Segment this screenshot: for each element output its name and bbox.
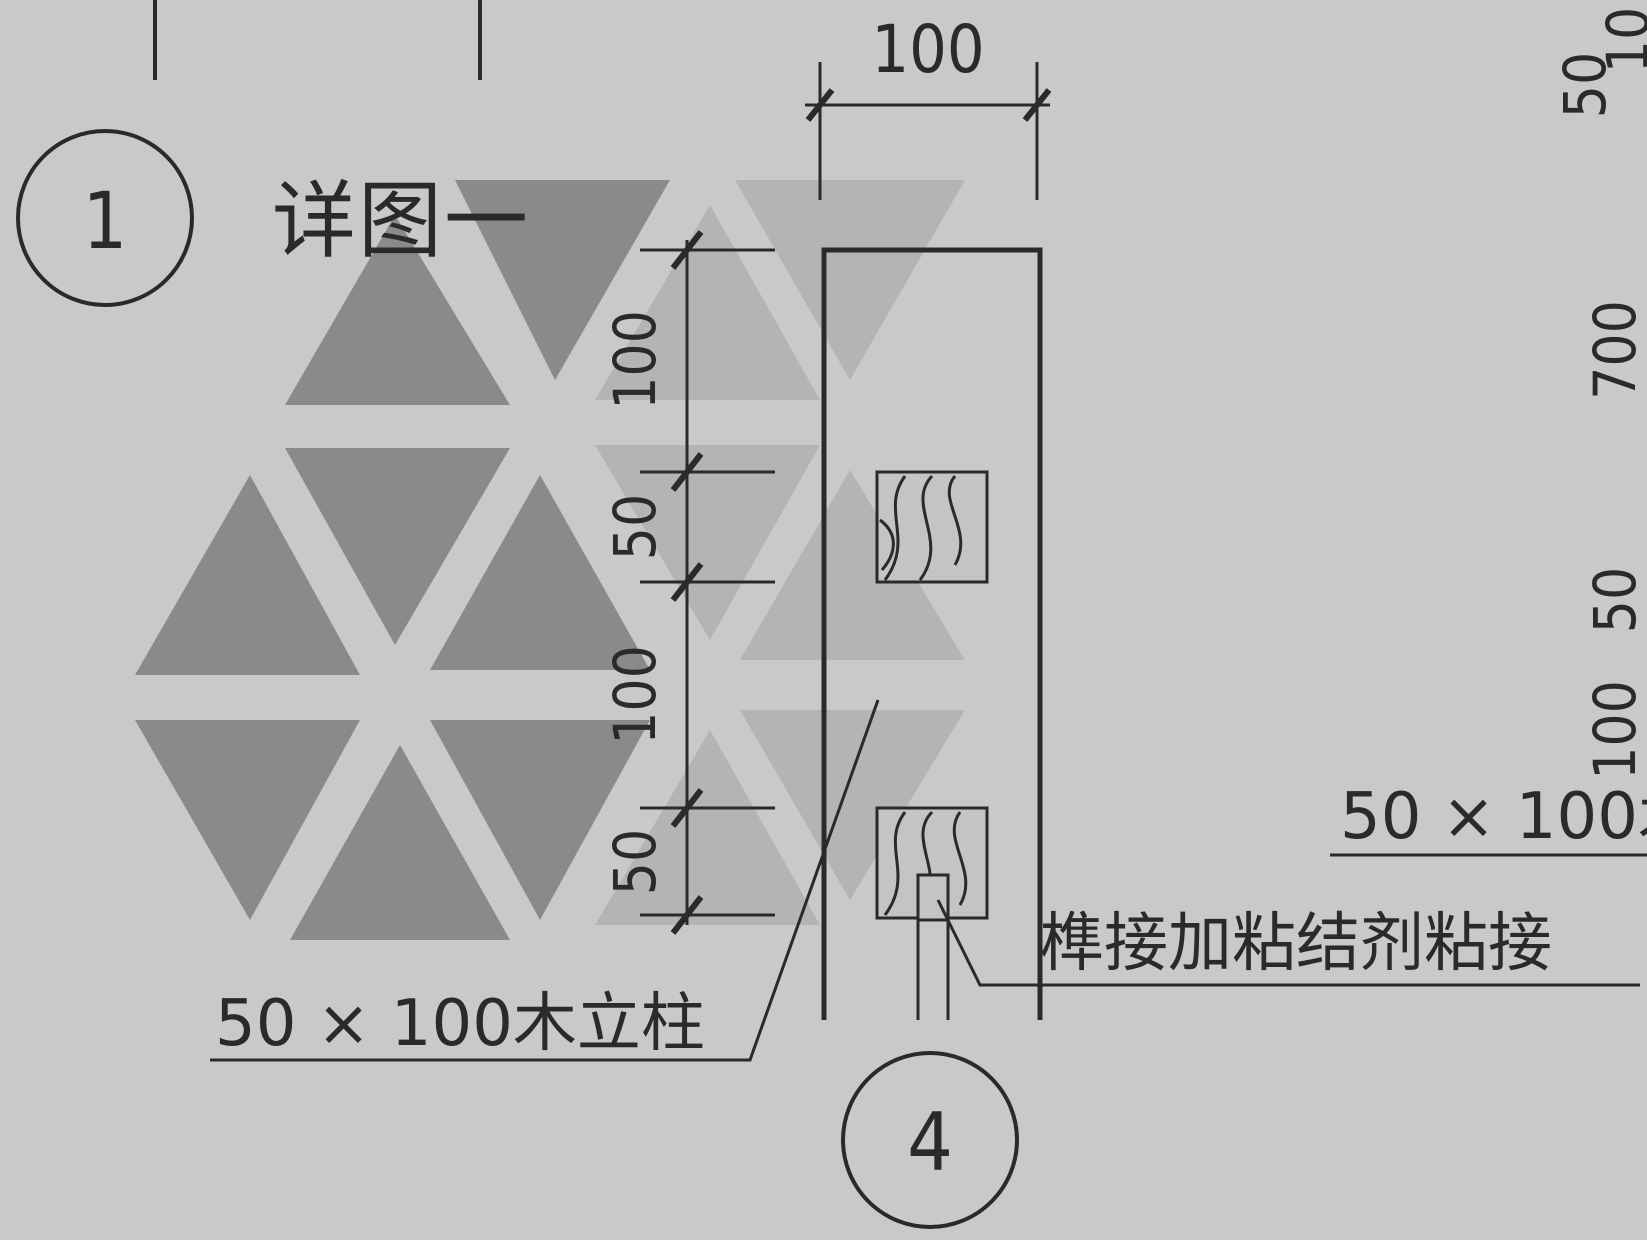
right-dim-5: 100 <box>1581 680 1647 780</box>
leader-lines <box>210 699 1647 1062</box>
section-mark-4: 4 <box>907 1096 953 1189</box>
dimension-top <box>805 62 1052 200</box>
wood-block-lower <box>875 806 989 922</box>
section-mark-1: 1 <box>83 177 128 267</box>
right-dim-4: 50 <box>1581 567 1647 633</box>
dim-vertical-1: 100 <box>601 310 669 410</box>
section-mark-circle-1 <box>16 129 194 307</box>
label-post-right: 50 × 100木 <box>1340 780 1647 854</box>
dim-top-width: 100 <box>871 11 984 88</box>
post-section <box>821 247 1043 1020</box>
dim-vertical-4: 50 <box>601 829 669 895</box>
tenon <box>916 875 950 1020</box>
triangle-pattern-dark <box>135 180 670 940</box>
dim-vertical-3: 100 <box>601 645 669 745</box>
detail-title: 详图一 <box>272 172 530 270</box>
triangle-pattern-light <box>595 180 965 925</box>
dimension-vertical <box>640 230 775 935</box>
dim-vertical-2: 50 <box>601 494 669 560</box>
right-dim-3: 700 <box>1581 300 1647 400</box>
label-post-left: 50 × 100木立柱 <box>215 987 705 1061</box>
right-dim-1: 50 <box>1551 52 1619 118</box>
right-dim-2: 10 <box>1594 7 1647 73</box>
section-mark-circle-4 <box>841 1051 1019 1229</box>
label-joint: 榫接加粘结剂粘接 <box>1040 907 1552 981</box>
wood-block-upper <box>875 470 989 584</box>
